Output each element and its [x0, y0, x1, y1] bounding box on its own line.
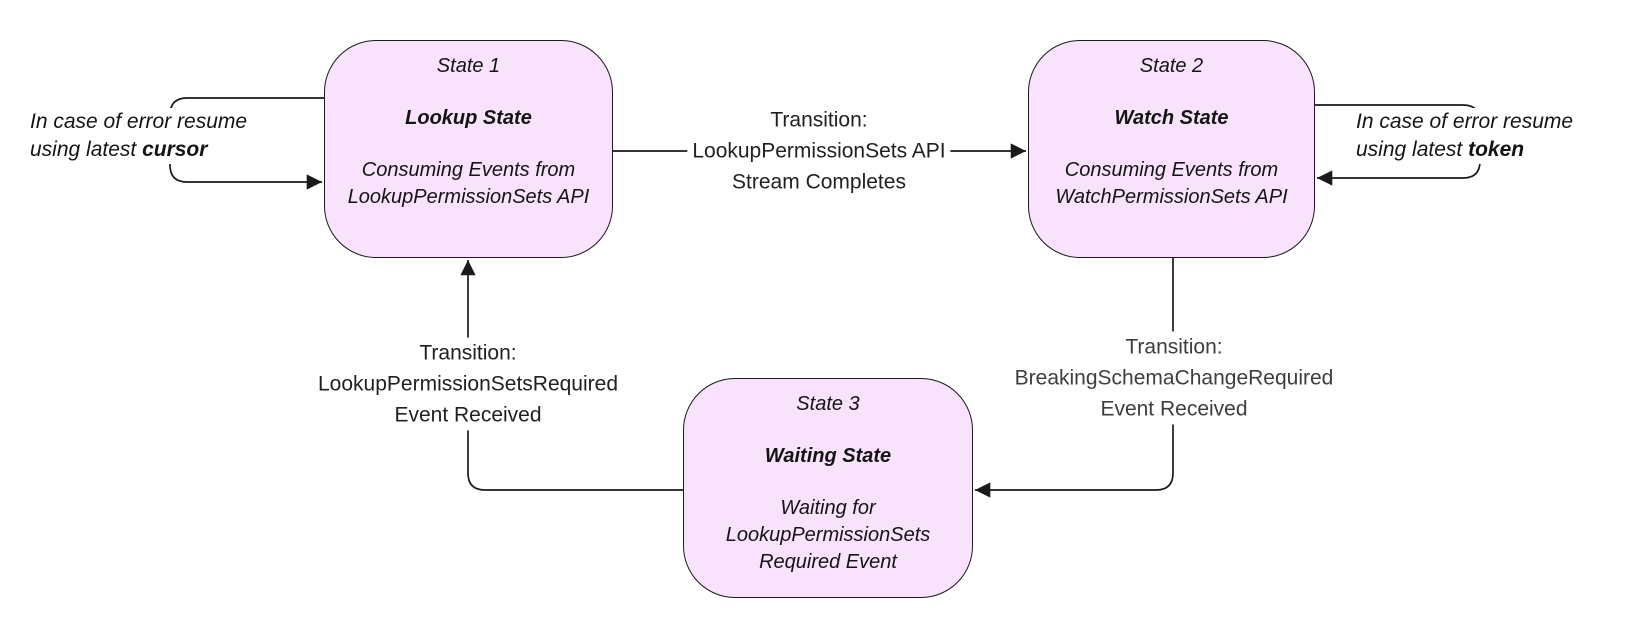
- state-description: Consuming Events from WatchPermissionSet…: [1055, 159, 1288, 208]
- state-number: State 3: [796, 393, 860, 415]
- transition-label-line: BreakingSchemaChangeRequired: [1009, 362, 1339, 394]
- state-title: Waiting State: [764, 445, 892, 467]
- state-node-waiting: State 3 Waiting State Waiting for Lookup…: [683, 378, 973, 598]
- state-title: Lookup State: [405, 107, 532, 129]
- state-number: State 1: [436, 55, 501, 77]
- transition-label-line: LookupPermissionSets API: [687, 135, 951, 167]
- transition-label-line: Transition:: [765, 104, 873, 136]
- state-node-lookup: State 1 Lookup State Consuming Events fr…: [324, 40, 613, 258]
- error-loop-text: In case of error resume using latest: [30, 110, 248, 161]
- transition-label-line: Event Received: [389, 399, 547, 431]
- state-number: State 2: [1139, 55, 1204, 77]
- transition-label-line: Stream Completes: [727, 166, 911, 198]
- state-title: Watch State: [1114, 107, 1229, 129]
- transition-arrow-state2-to-state3: [975, 258, 1174, 498]
- transition-label-state2-to-state3: Transition: BreakingSchemaChangeRequired…: [1009, 331, 1339, 425]
- state-description: Consuming Events from LookupPermissionSe…: [347, 159, 590, 208]
- error-loop-text: In case of error resume using latest: [1356, 110, 1574, 161]
- error-loop-keyword: cursor: [142, 138, 208, 161]
- error-loop-label-state1: In case of error resume using latest cur…: [30, 108, 292, 164]
- transition-label-line: LookupPermissionSetsRequired: [313, 368, 623, 400]
- transition-label-line: Transition:: [414, 337, 522, 369]
- error-loop-label-state2: In case of error resume using latest tok…: [1356, 108, 1618, 164]
- state-description: Waiting for LookupPermissionSets Require…: [725, 497, 931, 573]
- transition-label-line: Transition:: [1120, 331, 1228, 363]
- state-node-watch: State 2 Watch State Consuming Events fro…: [1028, 40, 1315, 258]
- transition-label-state3-to-state1: Transition: LookupPermissionSetsRequired…: [313, 337, 623, 431]
- transition-arrow-state3-to-state1: [460, 260, 683, 491]
- transition-label-state1-to-state2: Transition: LookupPermissionSets API Str…: [687, 104, 951, 198]
- transition-label-line: Event Received: [1095, 393, 1253, 425]
- error-loop-keyword: token: [1468, 138, 1525, 161]
